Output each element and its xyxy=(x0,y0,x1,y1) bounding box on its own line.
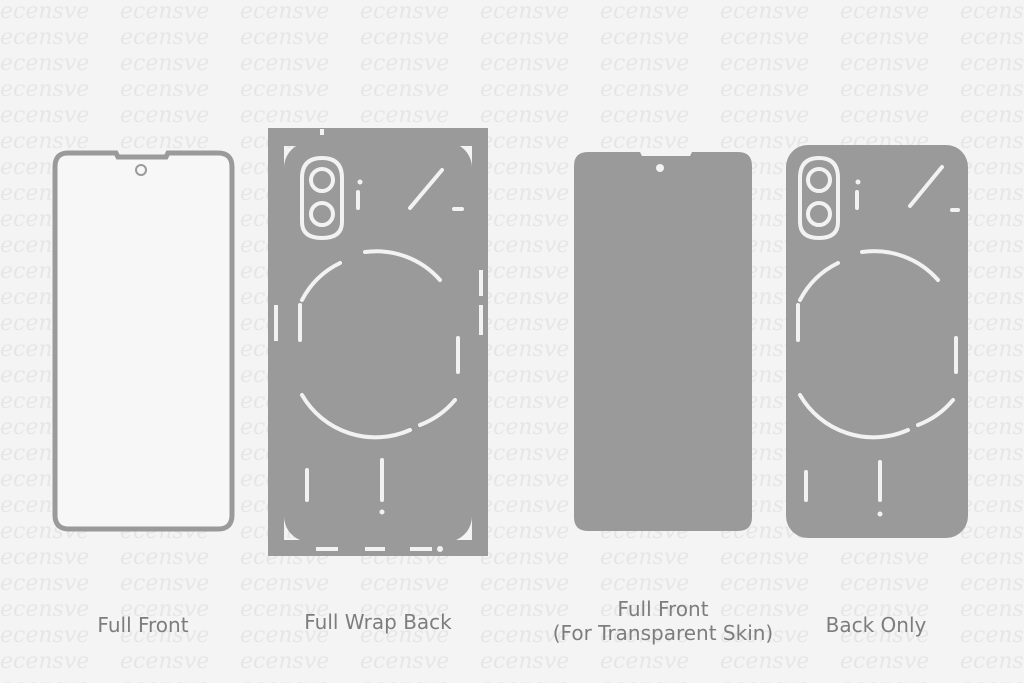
camera-hole-icon xyxy=(135,164,147,176)
full-front-transparent-template xyxy=(574,152,752,531)
label-full-wrap-back: Full Wrap Back xyxy=(288,610,468,634)
label-full-front-transparent: Full Front (For Transparent Skin) xyxy=(543,597,783,645)
label-line: (For Transparent Skin) xyxy=(552,621,774,645)
label-full-front: Full Front xyxy=(73,613,213,637)
full-front-template xyxy=(52,150,235,532)
label-line: Back Only xyxy=(825,613,927,637)
label-back-only: Back Only xyxy=(806,613,946,637)
label-line: Full Front xyxy=(97,613,189,637)
full-wrap-back-template xyxy=(268,128,488,556)
camera-hole-icon xyxy=(656,164,664,172)
label-line: Full Wrap Back xyxy=(304,610,452,634)
label-line: Full Front xyxy=(617,597,709,621)
back-only-template xyxy=(786,145,968,538)
